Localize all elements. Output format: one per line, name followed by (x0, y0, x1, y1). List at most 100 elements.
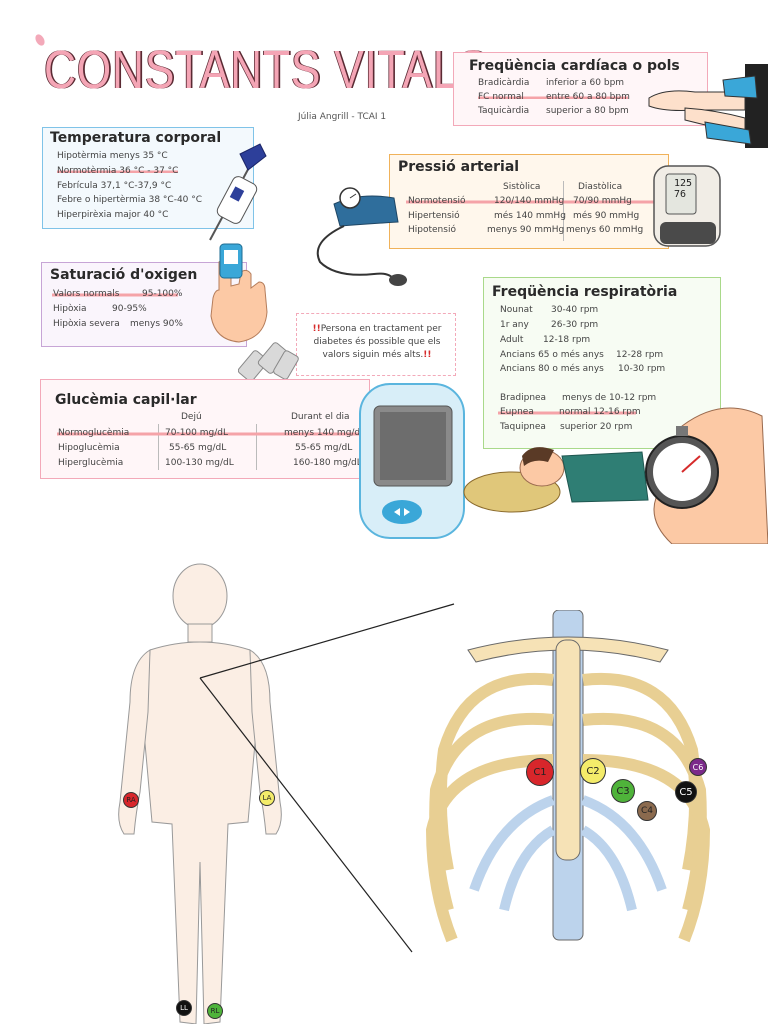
test-strips-illustration (237, 338, 302, 386)
column-divider (158, 424, 159, 470)
temperature-row: Febre o hipertèrmia 38 °C-40 °C (57, 195, 203, 205)
title-decoration (34, 32, 46, 46)
oxygen-value: 90-95% (112, 304, 147, 314)
diabetes-note-box (296, 313, 456, 376)
row-value: entre 60 a 80 bpm (546, 92, 630, 102)
lead-rl-label: RL (210, 1007, 220, 1015)
resp-type-label: Bradipnea (500, 393, 547, 403)
oxygen-label: Hipòxia (53, 304, 87, 314)
resp-age-value: 26-30 rpm (551, 320, 599, 330)
pulse-oximeter-illustration (205, 242, 275, 346)
zoom-lines (0, 560, 768, 1024)
resp-type-value: superior 20 rpm (560, 422, 633, 432)
blood-pressure-title: Pressió arterial (398, 159, 520, 175)
row-highlight (57, 427, 369, 439)
bp-diastolic: 70/90 mmHg (573, 196, 632, 206)
lead-c2-label: C2 (586, 765, 600, 777)
oxygen-label: Hipòxia severa (53, 319, 120, 329)
systolic-header: Sistòlica (503, 182, 541, 192)
column-divider (563, 181, 564, 241)
bp-systolic: 120/140 mmHg (494, 196, 565, 206)
day-header: Durant el dia (291, 412, 350, 422)
row-highlight (52, 288, 178, 300)
oxygen-label: Valors normals (53, 289, 120, 299)
resp-age-label: 1r any (500, 320, 529, 330)
sphygmomanometer-illustration (310, 182, 410, 292)
lead-c3: C3 (611, 779, 635, 803)
heart-rate-row: FC normal (478, 92, 628, 102)
row-label: Taquicàrdia (478, 106, 530, 116)
monitor-systolic: 125 (674, 178, 693, 189)
resp-age-value: 12-28 rpm (616, 350, 664, 360)
lead-ll-label: LL (180, 1004, 188, 1012)
glucose-fasting: 70-100 mg/dL (165, 428, 228, 438)
respiratory-rate-box: Freqüència respiratòria Nounat 30-40 rpm… (483, 277, 721, 449)
resp-age-label: Nounat (500, 305, 533, 315)
lead-la: LA (259, 790, 275, 806)
resp-age-label: Ancians 65 o més anys (500, 350, 604, 360)
diastolic-header: Diastòlica (578, 182, 623, 192)
bp-label: Hipotensió (408, 225, 456, 235)
fasting-header: Dejú (181, 412, 202, 422)
lead-c1-label: C1 (533, 766, 547, 778)
lead-c1: C1 (526, 758, 554, 786)
bp-systolic: més 140 mmHg (494, 211, 566, 221)
resp-type-value: menys de 10-12 rpm (562, 393, 657, 403)
glucose-label: Hiperglucèmia (58, 458, 124, 468)
lead-c4-label: C4 (640, 806, 653, 816)
row-highlight (406, 195, 656, 207)
diabetes-note: !!Persona en tractament per diabetes és … (300, 323, 454, 362)
bp-label: Hipertensió (408, 211, 460, 221)
lead-c2: C2 (580, 758, 606, 784)
bp-diastolic: més 90 mmHg (573, 211, 640, 221)
temperature-row: Hiperpirèxia major 40 °C (57, 210, 169, 220)
glucose-box: Glucèmia capil·lar Dejú Durant el dia No… (40, 379, 370, 479)
resp-age-value: 12-18 rpm (543, 335, 591, 345)
lead-c5: C5 (675, 781, 697, 803)
bp-monitor-illustration: 125 76 (650, 160, 726, 252)
heart-rate-row: Bradicàrdia (478, 78, 529, 88)
row-value: inferior a 60 bpm (546, 78, 625, 88)
lead-c6-label: C6 (692, 762, 704, 772)
diabetes-note-text: Persona en tractament per diabetes és po… (313, 324, 442, 360)
resp-type-label: Eupnea (500, 407, 534, 417)
row-label: Bradicàrdia (478, 78, 530, 88)
resp-type-label: Taquipnea (500, 422, 546, 432)
bp-label: Normotensió (408, 196, 466, 206)
author-credit: Júlia Angrill - TCAI 1 (298, 112, 387, 122)
temperature-title: Temperatura corporal (50, 130, 222, 146)
temperature-row: Hipotèrmia menys 35 °C (57, 151, 168, 161)
lead-c6: C6 (689, 758, 707, 776)
lead-c4: C4 (637, 801, 657, 821)
oxygen-value: menys 90% (130, 319, 183, 329)
warning-icon: !! (312, 324, 321, 334)
oxygen-title: Saturació d'oxigen (50, 267, 198, 283)
column-divider (256, 424, 257, 470)
temperature-row: Febrícula 37,1 °C-37,9 °C (57, 181, 172, 191)
lead-ra-label: RA (126, 796, 136, 804)
bp-diastolic: menys 60 mmHg (566, 225, 644, 235)
resp-age-label: Ancians 80 o més anys (500, 364, 604, 374)
glucose-label: Hipoglucèmia (58, 443, 120, 453)
warning-icon: !! (423, 350, 432, 360)
body-figure (100, 562, 300, 1025)
lead-c3-label: C3 (616, 785, 630, 797)
resp-age-value: 10-30 rpm (618, 364, 666, 374)
lead-ra: RA (123, 792, 139, 808)
temperature-row: Normotèrmia 36 °C - 37 °C (57, 166, 179, 176)
glucose-day: 160-180 mg/dL (293, 458, 362, 468)
lead-c5-label: C5 (679, 786, 693, 798)
pulse-check-illustration (645, 62, 768, 150)
lead-rl: RL (207, 1003, 223, 1019)
patient-stopwatch-illustration (462, 396, 768, 545)
glucose-label: Normoglucèmia (58, 428, 130, 438)
heart-rate-box: Freqüència cardíaca o pols Bradicàrdia i… (453, 52, 708, 126)
oxygen-value: 95-100% (142, 289, 183, 299)
bp-systolic: menys 90 mmHg (487, 225, 565, 235)
row-label: FC normal (478, 92, 524, 102)
respiratory-title: Freqüència respiratòria (492, 284, 678, 300)
glucose-title: Glucèmia capil·lar (55, 392, 197, 408)
blood-pressure-box: Pressió arterial Sistòlica Diastòlica No… (389, 154, 669, 249)
resp-age-label: Adult (500, 335, 524, 345)
thermometer-illustration (200, 140, 270, 245)
